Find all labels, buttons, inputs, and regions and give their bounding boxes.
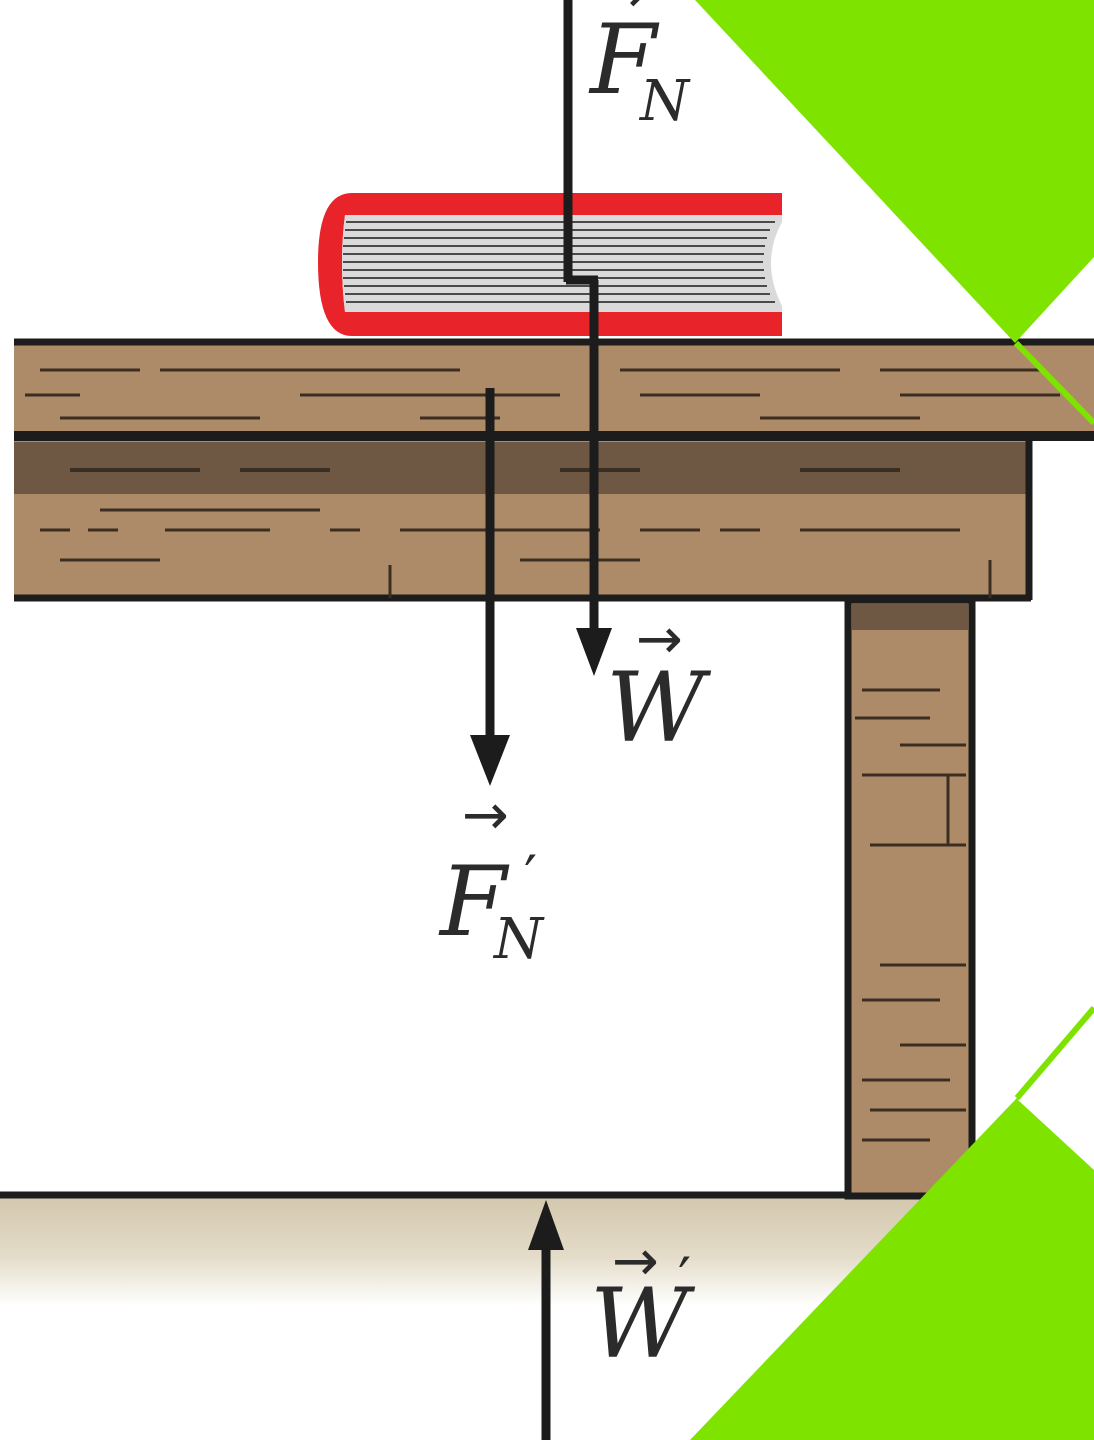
vector-arrow-mark: → xyxy=(600,0,647,22)
fn-prime-mark: ′ xyxy=(524,843,538,911)
label-w-prime: → ′ W xyxy=(590,1229,730,1386)
w-prime-mark: ′ xyxy=(678,1245,692,1313)
arrow-w xyxy=(566,275,612,676)
w-prime-symbol: W xyxy=(590,1268,689,1380)
table-top xyxy=(14,338,1094,602)
fn-prime-symbol: F xyxy=(440,846,507,958)
w-symbol: W xyxy=(606,652,705,764)
fn-subscript: N xyxy=(640,69,689,134)
fn-symbol: F xyxy=(590,4,657,116)
vector-arrow-mark: → xyxy=(636,607,683,672)
book xyxy=(318,193,782,336)
label-fn: → F N xyxy=(590,0,710,142)
vector-arrow-mark: → xyxy=(462,783,509,848)
label-w: → W xyxy=(606,612,716,762)
table-leg xyxy=(844,596,976,1200)
vector-arrow-mark: → xyxy=(612,1229,659,1294)
label-fn-prime: → F ′ N xyxy=(440,788,570,978)
arrow-w-prime xyxy=(528,1200,564,1440)
fn-prime-subscript: N xyxy=(494,907,543,972)
green-corner-shapes xyxy=(690,0,1094,1440)
arrow-fn-prime xyxy=(470,388,510,786)
